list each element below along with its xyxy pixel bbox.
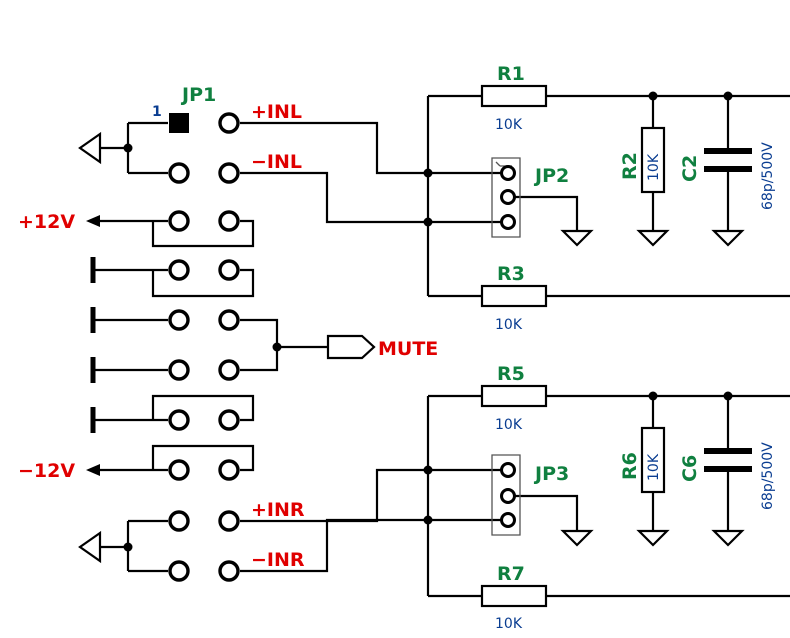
jp1-header: [168, 112, 240, 582]
r2-value: 10K: [646, 153, 662, 181]
net-label-inl-pos: +INL: [251, 101, 302, 123]
r2-ref: R2: [619, 152, 641, 180]
c2-value: 68p/500V: [760, 142, 776, 210]
c2-ref: C2: [679, 155, 701, 182]
ground-icon: [78, 131, 745, 564]
wires: [93, 94, 790, 598]
r3-value: 10K: [495, 317, 523, 333]
r1-value: 10K: [495, 117, 523, 133]
net-label-inr-pos: +INR: [251, 499, 305, 521]
power-arrow-icon: [86, 215, 100, 476]
net-label-inr-neg: −INR: [251, 549, 305, 571]
jp1-pin-1-square: [169, 113, 189, 133]
jp1-pin1-label: 1: [152, 104, 162, 120]
r6-ref: R6: [619, 452, 641, 480]
r5-value: 10K: [495, 417, 523, 433]
net-label-n12v: −12V: [18, 460, 75, 482]
r6-value: 10K: [646, 453, 662, 481]
jp3-ref: JP3: [533, 463, 569, 485]
r5-ref: R5: [497, 363, 525, 385]
capacitor-icon: [704, 148, 752, 472]
r3-ref: R3: [497, 263, 525, 285]
r7-value: 10K: [495, 616, 523, 632]
r1-ref: R1: [497, 63, 525, 85]
net-label-p12v: +12V: [18, 211, 75, 233]
labels: JP1 1 JP2 JP3 +INL −INL +INR −INR +12V −…: [18, 63, 776, 632]
mute-port-icon: [326, 334, 376, 360]
net-label-mute: MUTE: [378, 338, 438, 360]
net-label-inl-neg: −INL: [251, 151, 302, 173]
jp1-ref: JP1: [180, 84, 216, 106]
jp3-header: [491, 454, 521, 536]
jp2-ref: JP2: [533, 165, 569, 187]
jp2-header: [491, 157, 521, 238]
resistor-body: [480, 84, 666, 608]
c6-ref: C6: [679, 455, 701, 482]
r7-ref: R7: [497, 563, 525, 585]
junctions: [123, 91, 733, 552]
c6-value: 68p/500V: [760, 442, 776, 510]
